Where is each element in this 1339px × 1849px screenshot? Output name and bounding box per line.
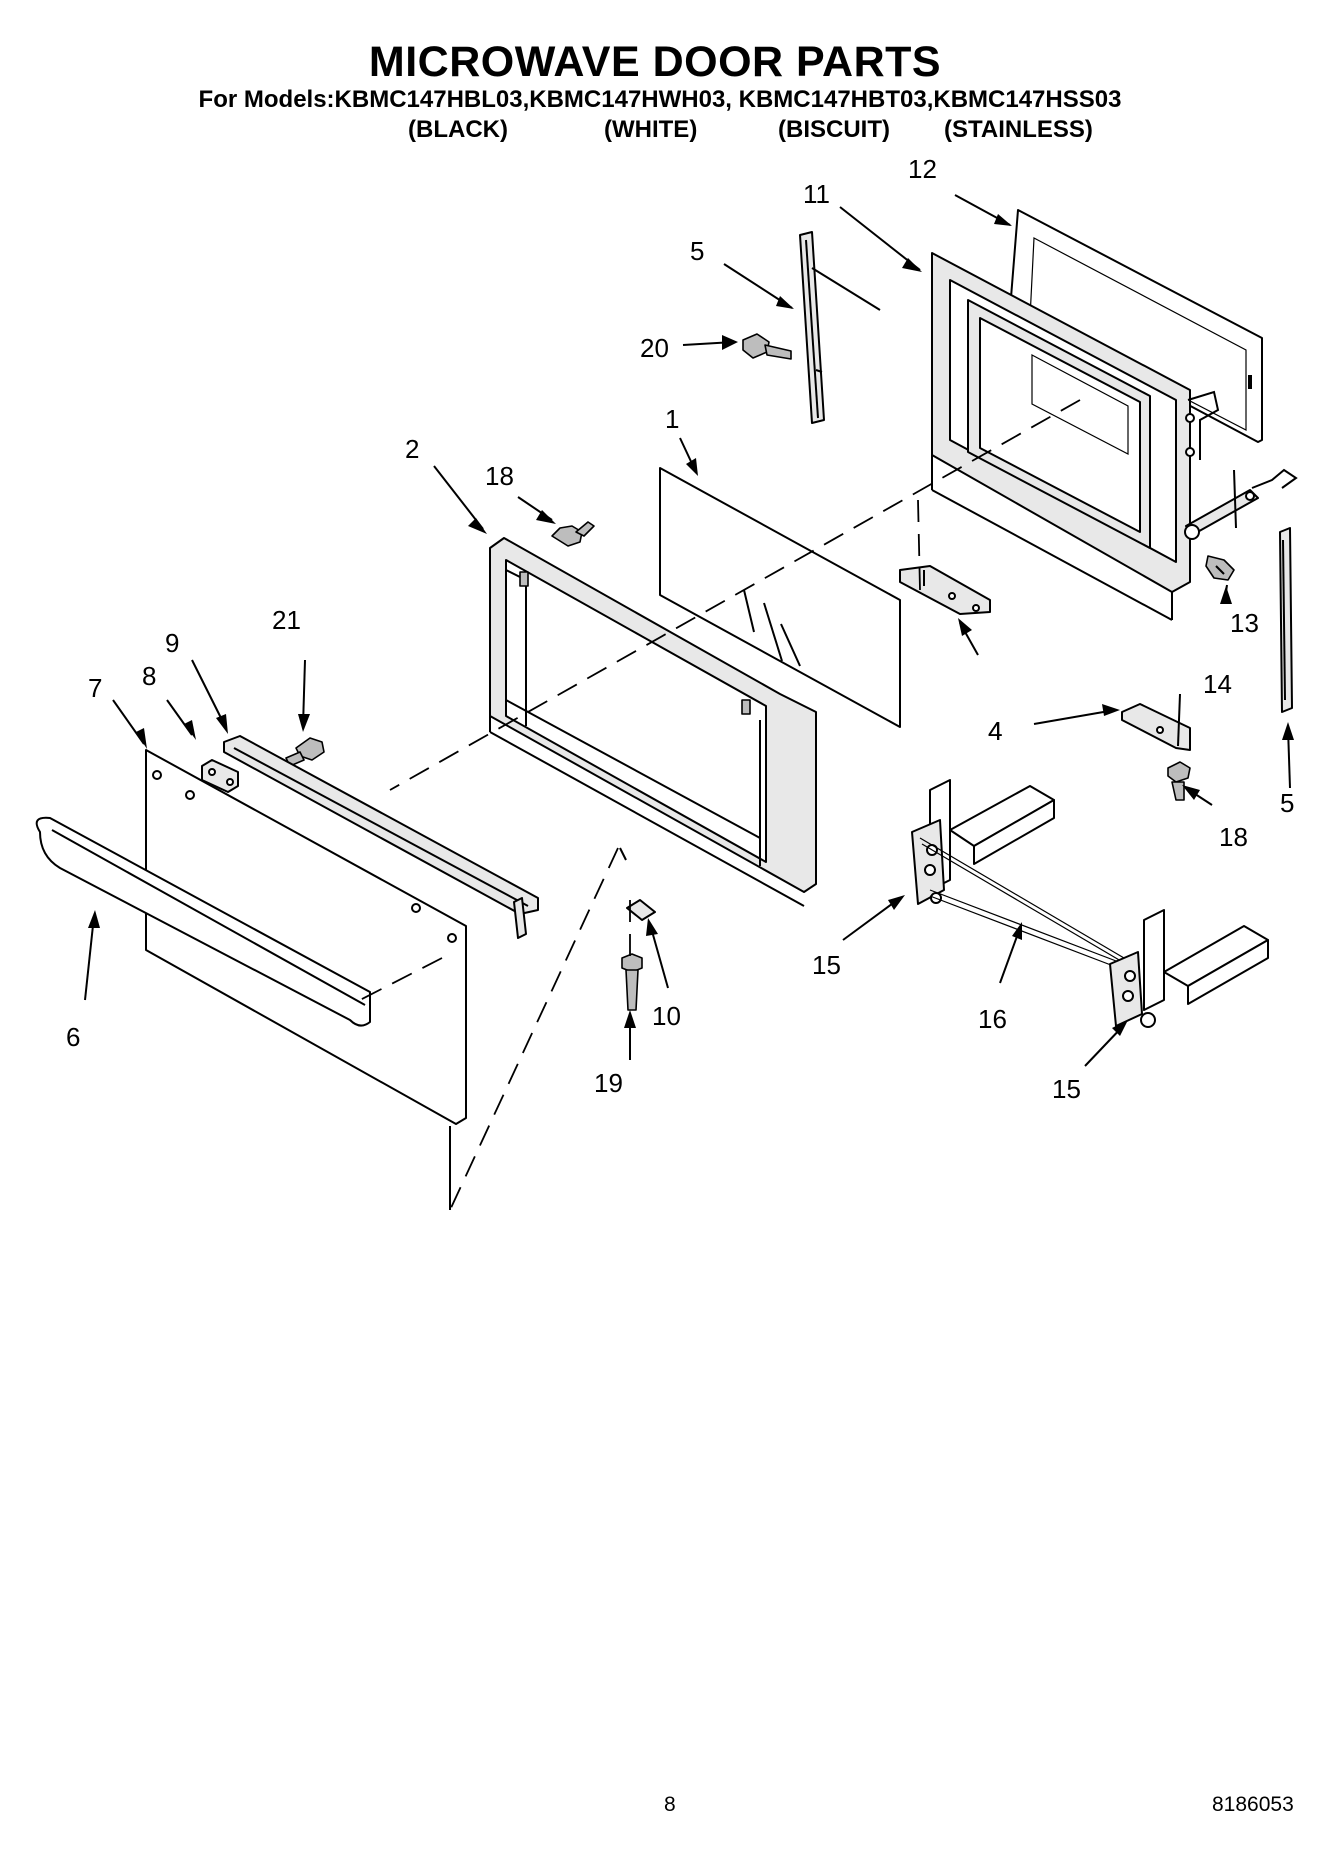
callout-11: 11: [803, 179, 830, 209]
callout-7: 7: [88, 673, 102, 703]
document-number: 8186053: [1212, 1793, 1294, 1816]
part-1-glass: [659, 467, 901, 728]
callout-8: 8: [142, 661, 156, 691]
part-15-hinge-left: [911, 779, 1055, 905]
part-15-hinge-right: [1109, 909, 1269, 1028]
part-5-right-strip: [1279, 527, 1293, 713]
part-19-screw: [621, 953, 643, 1011]
callout-1: 1: [665, 404, 679, 434]
part-13-hinge-lever: [1184, 468, 1298, 540]
part-2-outer-frame: [489, 537, 817, 907]
color-label-biscuit: (BISCUIT): [778, 116, 890, 143]
callout-21: 21: [272, 605, 301, 635]
callout-4: 4: [988, 716, 1002, 746]
assembly-lines: [359, 399, 1081, 1211]
part-20-screw: [742, 333, 792, 360]
callout-2: 2: [405, 434, 419, 464]
callout-18-lower: 18: [1219, 822, 1248, 852]
part-7-door-panel: [145, 749, 467, 1125]
color-label-white: (WHITE): [604, 116, 698, 143]
callout-15-right: 15: [1052, 1074, 1081, 1104]
callout-12: 12: [908, 154, 937, 184]
callout-16: 16: [978, 1004, 1007, 1034]
part-4-bracket-upper: [899, 565, 991, 615]
part-18-screw-lower: [1167, 761, 1191, 801]
callout-14: 14: [1203, 669, 1232, 699]
callout-19: 19: [594, 1068, 623, 1098]
callout-18-upper: 18: [485, 461, 514, 491]
part-10-clip: [626, 899, 656, 921]
part-9-bracket: [223, 735, 539, 939]
callout-labels: 1 2 4 4 5 5 6 7 8 9 10 11 12 13 14 15 15…: [66, 154, 1294, 1104]
part-12-panel: [1009, 209, 1263, 443]
callout-15-left: 15: [812, 950, 841, 980]
callout-13: 13: [1230, 608, 1259, 638]
callout-20: 20: [640, 333, 669, 363]
part-14-screw: [1205, 555, 1235, 581]
model-list: For Models:KBMC147HBL03,KBMC147HWH03, KB…: [198, 86, 1122, 113]
callout-9: 9: [165, 628, 179, 658]
callout-5-right: 5: [1280, 788, 1294, 818]
callout-4-lower: 4: [988, 716, 1002, 746]
color-label-black: (BLACK): [408, 116, 508, 143]
leader-lines: [84, 194, 1294, 1067]
color-label-stainless: (STAINLESS): [944, 116, 1093, 143]
callout-6: 6: [66, 1022, 80, 1052]
page-title: MICROWAVE DOOR PARTS: [368, 38, 942, 86]
callout-10: 10: [652, 1001, 681, 1031]
page-number: 8: [664, 1793, 676, 1816]
part-21-screw: [285, 737, 325, 767]
callout-5-upper: 5: [690, 236, 704, 266]
part-6-handle: [35, 816, 371, 1027]
part-16-hinge-link: [919, 837, 1127, 971]
part-4-bracket-lower: [1121, 693, 1191, 751]
part-11-inner-door: [931, 252, 1220, 621]
part-18-screw-upper: [551, 521, 595, 547]
part-5-upper-strip: [799, 231, 881, 424]
